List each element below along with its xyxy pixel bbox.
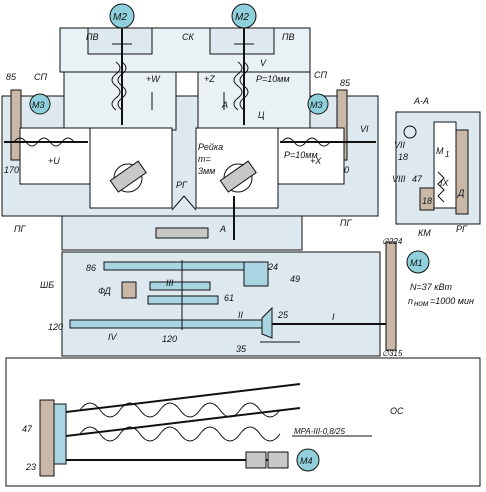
- motor-m3-left: [29, 93, 51, 115]
- label-d: Д: [457, 188, 465, 198]
- m2-housing-right: [209, 27, 275, 55]
- label-a-upper: A: [221, 100, 228, 110]
- pulley-shaft: [385, 241, 397, 351]
- label-i: I: [332, 312, 335, 322]
- label-rack-3: 3мм: [198, 166, 215, 176]
- label-v: V: [260, 58, 267, 68]
- m2-housing-left: [87, 27, 153, 55]
- label-18-top: 18: [398, 152, 408, 162]
- label-ii: II: [238, 310, 244, 320]
- label-iv: IV: [108, 332, 118, 342]
- label-pg-right: ПГ: [340, 218, 353, 228]
- label-speed-sub: ном: [414, 299, 429, 308]
- motor-m3-right: [307, 93, 329, 115]
- label-pv-left: ПВ: [86, 32, 99, 42]
- chip-conveyor-os: [5, 357, 481, 487]
- motor-m1-label: M1: [410, 258, 423, 268]
- spindle-plate-left: [63, 71, 177, 131]
- label-61: 61: [224, 293, 234, 303]
- label-85-right: 85: [340, 78, 351, 88]
- label-u: +U: [48, 156, 60, 166]
- label-35: 35: [236, 344, 247, 354]
- photo-sensor-fd: [121, 281, 137, 299]
- label-shb: ШБ: [40, 280, 54, 290]
- label-vi: VI: [360, 124, 369, 134]
- label-rg: РГ: [176, 180, 188, 190]
- label-sp-left: СП: [34, 72, 47, 82]
- label-iii: III: [166, 278, 174, 288]
- label-ix: IX: [440, 178, 450, 188]
- motor-m1: [406, 250, 430, 274]
- label-m1-clutch: M: [436, 146, 444, 156]
- label-rg-section: РГ: [456, 224, 468, 234]
- motor-m4: [296, 448, 320, 472]
- label-85-left: 85: [6, 72, 17, 82]
- label-speed-n: n: [408, 296, 413, 306]
- label-25: 25: [277, 310, 289, 320]
- spindle-plate-right: [197, 71, 311, 131]
- label-a-shaft: A: [219, 224, 226, 234]
- label-18-bottom: 18: [422, 196, 432, 206]
- label-os: ОС: [390, 406, 404, 416]
- label-pv-right: ПВ: [282, 32, 295, 42]
- label-viii: VIII: [392, 174, 406, 184]
- label-km: КМ: [418, 228, 431, 238]
- label-49: 49: [290, 274, 300, 284]
- label-d315: ∅315: [382, 349, 403, 358]
- label-m1-clutch-sub: 1: [445, 150, 449, 159]
- label-pg-left: ПГ: [14, 224, 27, 234]
- carriage-left-outer: [19, 127, 91, 185]
- label-w: +W: [146, 74, 161, 84]
- label-rack-2: m=: [198, 154, 211, 164]
- motor-m2-right-label: M2: [235, 12, 249, 23]
- label-sp-right: СП: [314, 70, 327, 80]
- label-47: 47: [412, 174, 423, 184]
- label-rack-1: Рейка: [198, 142, 223, 152]
- label-pitch-top: P=10мм: [256, 74, 290, 84]
- label-pump: МРА-III-0,8/25: [294, 427, 346, 436]
- label-170-left: 170: [4, 165, 19, 175]
- label-d224: ∅224: [382, 237, 403, 246]
- label-section: А-А: [413, 96, 429, 106]
- motor-m3-left-label: M3: [32, 100, 45, 110]
- label-120-left: 120: [48, 322, 63, 332]
- motor-m3-right-label: M3: [310, 100, 323, 110]
- label-c: Ц: [258, 110, 265, 120]
- label-sk: СК: [182, 32, 194, 42]
- label-86: 86: [86, 263, 96, 273]
- label-fd: ФД: [98, 286, 112, 296]
- motor-m2-left-label: M2: [113, 12, 127, 23]
- label-pitch-right: P=10мм: [284, 150, 318, 160]
- label-vii: VII: [394, 140, 406, 150]
- label-power: N=37 кВт: [410, 282, 453, 292]
- m3-column-left: [10, 89, 22, 161]
- label-24: 24: [267, 262, 278, 272]
- label-23: 23: [25, 462, 36, 472]
- carriage-right-outer: [277, 127, 345, 185]
- carriage-right-inner: [195, 127, 279, 209]
- motor-m4-label: M4: [300, 456, 313, 466]
- label-z: +Z: [204, 74, 215, 84]
- label-speed-val: =1000 мин: [430, 296, 474, 306]
- label-120-mid: 120: [162, 334, 177, 344]
- label-47-os: 47: [22, 424, 33, 434]
- label-x: +X: [310, 156, 322, 166]
